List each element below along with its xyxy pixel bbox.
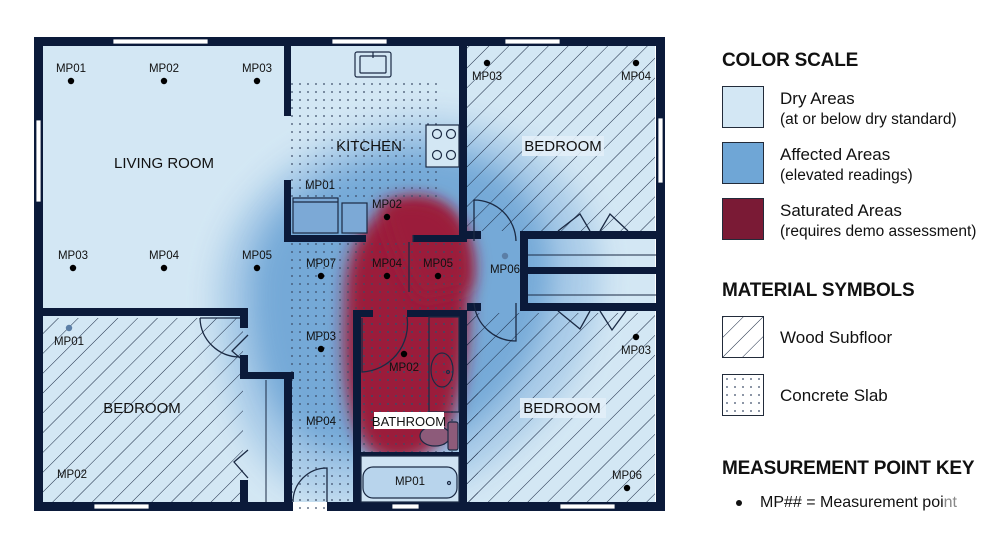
- saturated-areas-swatch: [722, 198, 764, 240]
- room-labels: LIVING ROOM KITCHEN BEDROOM BEDROOM BEDR…: [103, 136, 606, 429]
- kitchen-counter-icon: [292, 197, 368, 234]
- measurement-point: MP03: [472, 59, 502, 83]
- measurement-point-label: MP01: [56, 63, 86, 75]
- measurement-dot-icon: [253, 264, 261, 272]
- measurement-dot-icon: [67, 77, 75, 85]
- measurement-dot-icon: [69, 264, 77, 272]
- measurement-point: MP02: [389, 350, 419, 374]
- measurement-point: MP06: [612, 470, 642, 492]
- measurement-point: MP03: [58, 250, 88, 272]
- measurement-point-label: MP04: [306, 416, 337, 428]
- measurement-point: MP01: [305, 180, 335, 192]
- room-label-living-room: LIVING ROOM: [114, 155, 214, 172]
- stove-icon: [425, 124, 460, 168]
- affected-areas-label: Affected Areas (elevated readings): [780, 145, 913, 184]
- measurement-point: MP01: [56, 63, 86, 85]
- measurement-point-label: MP05: [423, 258, 453, 270]
- dry-areas-swatch: [722, 86, 764, 128]
- diagonal-hatch-icon: [723, 317, 763, 357]
- bathtub-icon: [360, 455, 460, 503]
- measurement-point-label: MP03: [242, 63, 272, 75]
- measurement-point: MP01: [54, 324, 84, 348]
- measurement-dot-icon: [483, 59, 491, 67]
- measurement-point: MP04: [372, 258, 403, 280]
- wood-subfloor-label: Wood Subfloor: [780, 328, 893, 347]
- measurement-point-label: MP02: [57, 469, 87, 481]
- measurement-point: MP03: [306, 331, 336, 353]
- measurement-dot-icon: [383, 272, 391, 280]
- measurement-point-label: MP06: [612, 470, 642, 482]
- closet-interiors: [265, 254, 656, 502]
- measurement-dot-icon: [317, 345, 325, 353]
- concrete-slab-swatch: [722, 374, 764, 416]
- measurement-dot-icon: [317, 272, 325, 280]
- measurement-point-label: MP03: [472, 71, 502, 83]
- measurement-point-label: MP01: [54, 336, 84, 348]
- measurement-point-label: MP06: [490, 264, 520, 276]
- measurement-point: MP05: [242, 250, 272, 272]
- measurement-point-label: MP03: [306, 331, 336, 343]
- measurement-dot-icon: [160, 77, 168, 85]
- measurement-point: MP06: [490, 252, 520, 276]
- measurement-point-label: MP04: [372, 258, 403, 270]
- measurement-point-label: MP03: [621, 345, 651, 357]
- measurement-dot-icon: [65, 324, 73, 332]
- measurement-point-label: MP01: [305, 180, 335, 192]
- measurement-dot-icon: [501, 252, 509, 260]
- wood-subfloor-areas: [43, 46, 655, 502]
- saturated-areas-label: Saturated Areas (requires demo assessmen…: [780, 201, 977, 240]
- door-swings: [199, 199, 629, 503]
- measurement-dot-icon: [434, 272, 442, 280]
- measurement-point-label: MP04: [621, 71, 652, 83]
- measurement-point-label: MP03: [58, 250, 88, 262]
- measurement-point: MP02: [149, 63, 179, 85]
- dot-grid-icon: [723, 375, 763, 415]
- measurement-point: MP03: [242, 63, 272, 85]
- affected-areas-swatch: [722, 142, 764, 184]
- measurement-dot-icon: [632, 59, 640, 67]
- measurement-dot-icon: [632, 333, 640, 341]
- measurement-dot-icon: [736, 499, 742, 506]
- measurement-dot-icon: [383, 213, 391, 221]
- measurement-point: MP05: [423, 258, 453, 280]
- measurement-dot-icon: [253, 77, 261, 85]
- room-label-bedroom-sw: BEDROOM: [103, 400, 181, 417]
- measurement-point: MP04: [621, 59, 652, 83]
- material-symbols-title: MATERIAL SYMBOLS: [722, 280, 915, 301]
- room-label-bedroom-se: BEDROOM: [523, 400, 601, 417]
- measurement-point: MP02: [57, 469, 87, 481]
- toilet-icon: [419, 421, 459, 451]
- measurement-point: MP03: [621, 333, 651, 357]
- color-scale-title: COLOR SCALE: [722, 50, 859, 71]
- measurement-point: MP04: [306, 416, 337, 428]
- mp-key-entry: MP## = Measurement point: [736, 494, 957, 512]
- measurement-point: MP02: [372, 199, 402, 221]
- measurement-dot-icon: [160, 264, 168, 272]
- room-label-bathroom: BATHROOM: [372, 414, 446, 429]
- wood-subfloor-swatch: [722, 316, 764, 358]
- room-label-kitchen: KITCHEN: [336, 138, 402, 155]
- dry-areas-label: Dry Areas (at or below dry standard): [780, 89, 957, 128]
- measurement-point: MP01: [395, 476, 425, 488]
- measurement-point-label: MP02: [389, 362, 419, 374]
- measurement-point-label: MP01: [395, 476, 425, 488]
- measurement-point-label: MP04: [149, 250, 180, 262]
- mp-key-title: MEASUREMENT POINT KEY: [722, 458, 975, 479]
- measurement-point-label: MP02: [149, 63, 179, 75]
- measurement-point-label: MP05: [242, 250, 272, 262]
- measurement-dot-icon: [400, 350, 408, 358]
- measurement-point-label: MP07: [306, 258, 336, 270]
- measurement-point: MP07: [306, 258, 336, 280]
- floor-plan: LIVING ROOM KITCHEN BEDROOM BEDROOM BEDR…: [34, 37, 665, 511]
- concrete-slab-label: Concrete Slab: [780, 386, 888, 405]
- measurement-point-label: MP02: [372, 199, 402, 211]
- measurement-point: MP04: [149, 250, 180, 272]
- windows: [35, 38, 664, 510]
- measurement-dot-icon: [623, 484, 631, 492]
- kitchen-sink-icon: [354, 51, 392, 78]
- room-label-bedroom-ne: BEDROOM: [524, 138, 602, 155]
